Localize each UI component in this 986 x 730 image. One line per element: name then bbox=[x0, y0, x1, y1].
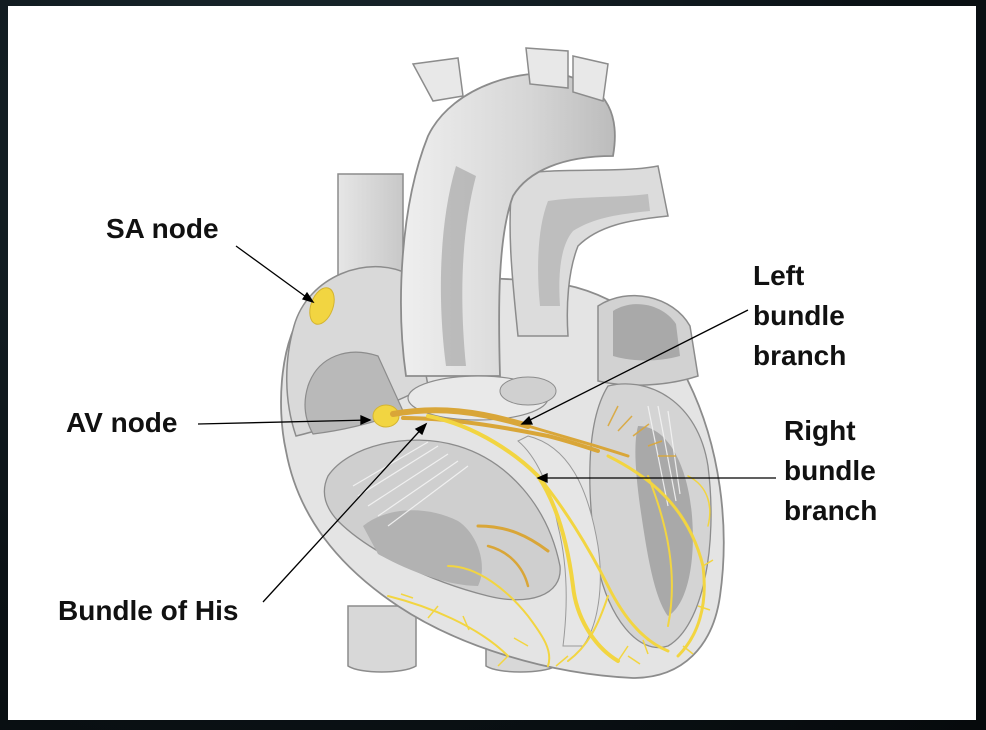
purkinje-fibers bbox=[400, 559, 714, 667]
left-branch-fibers bbox=[607, 405, 676, 457]
label-left-line3: branch bbox=[753, 340, 847, 371]
label-right-line3: branch bbox=[784, 495, 878, 526]
left-atrium-cavity bbox=[613, 304, 680, 361]
label-right-line2: bundle bbox=[784, 455, 876, 486]
pulmonary-artery-inner bbox=[538, 194, 650, 306]
label-bundle-of-his: Bundle of His bbox=[58, 595, 239, 626]
label-left-line2: bundle bbox=[753, 300, 845, 331]
inferior-vena-cava bbox=[347, 605, 417, 673]
leader-lines bbox=[197, 245, 776, 603]
label-right-line1: Right bbox=[784, 415, 856, 446]
aorta-shadow bbox=[440, 166, 476, 366]
valve-opening bbox=[499, 376, 557, 406]
label-sa-node: SA node bbox=[106, 213, 219, 244]
label-left-bundle-branch: Left bundle branch bbox=[753, 256, 846, 376]
label-av-node: AV node bbox=[66, 407, 178, 438]
conduction-pathway bbox=[387, 407, 711, 667]
diagram-panel: SA node AV node Bundle of His Left bundl… bbox=[8, 6, 976, 720]
heart-conduction-diagram bbox=[197, 47, 776, 679]
left-ventricle-cavity bbox=[635, 426, 693, 616]
aortic-branches bbox=[411, 47, 609, 102]
label-left-line1: Left bbox=[753, 260, 805, 291]
label-right-bundle-branch: Right bundle branch bbox=[784, 411, 877, 531]
